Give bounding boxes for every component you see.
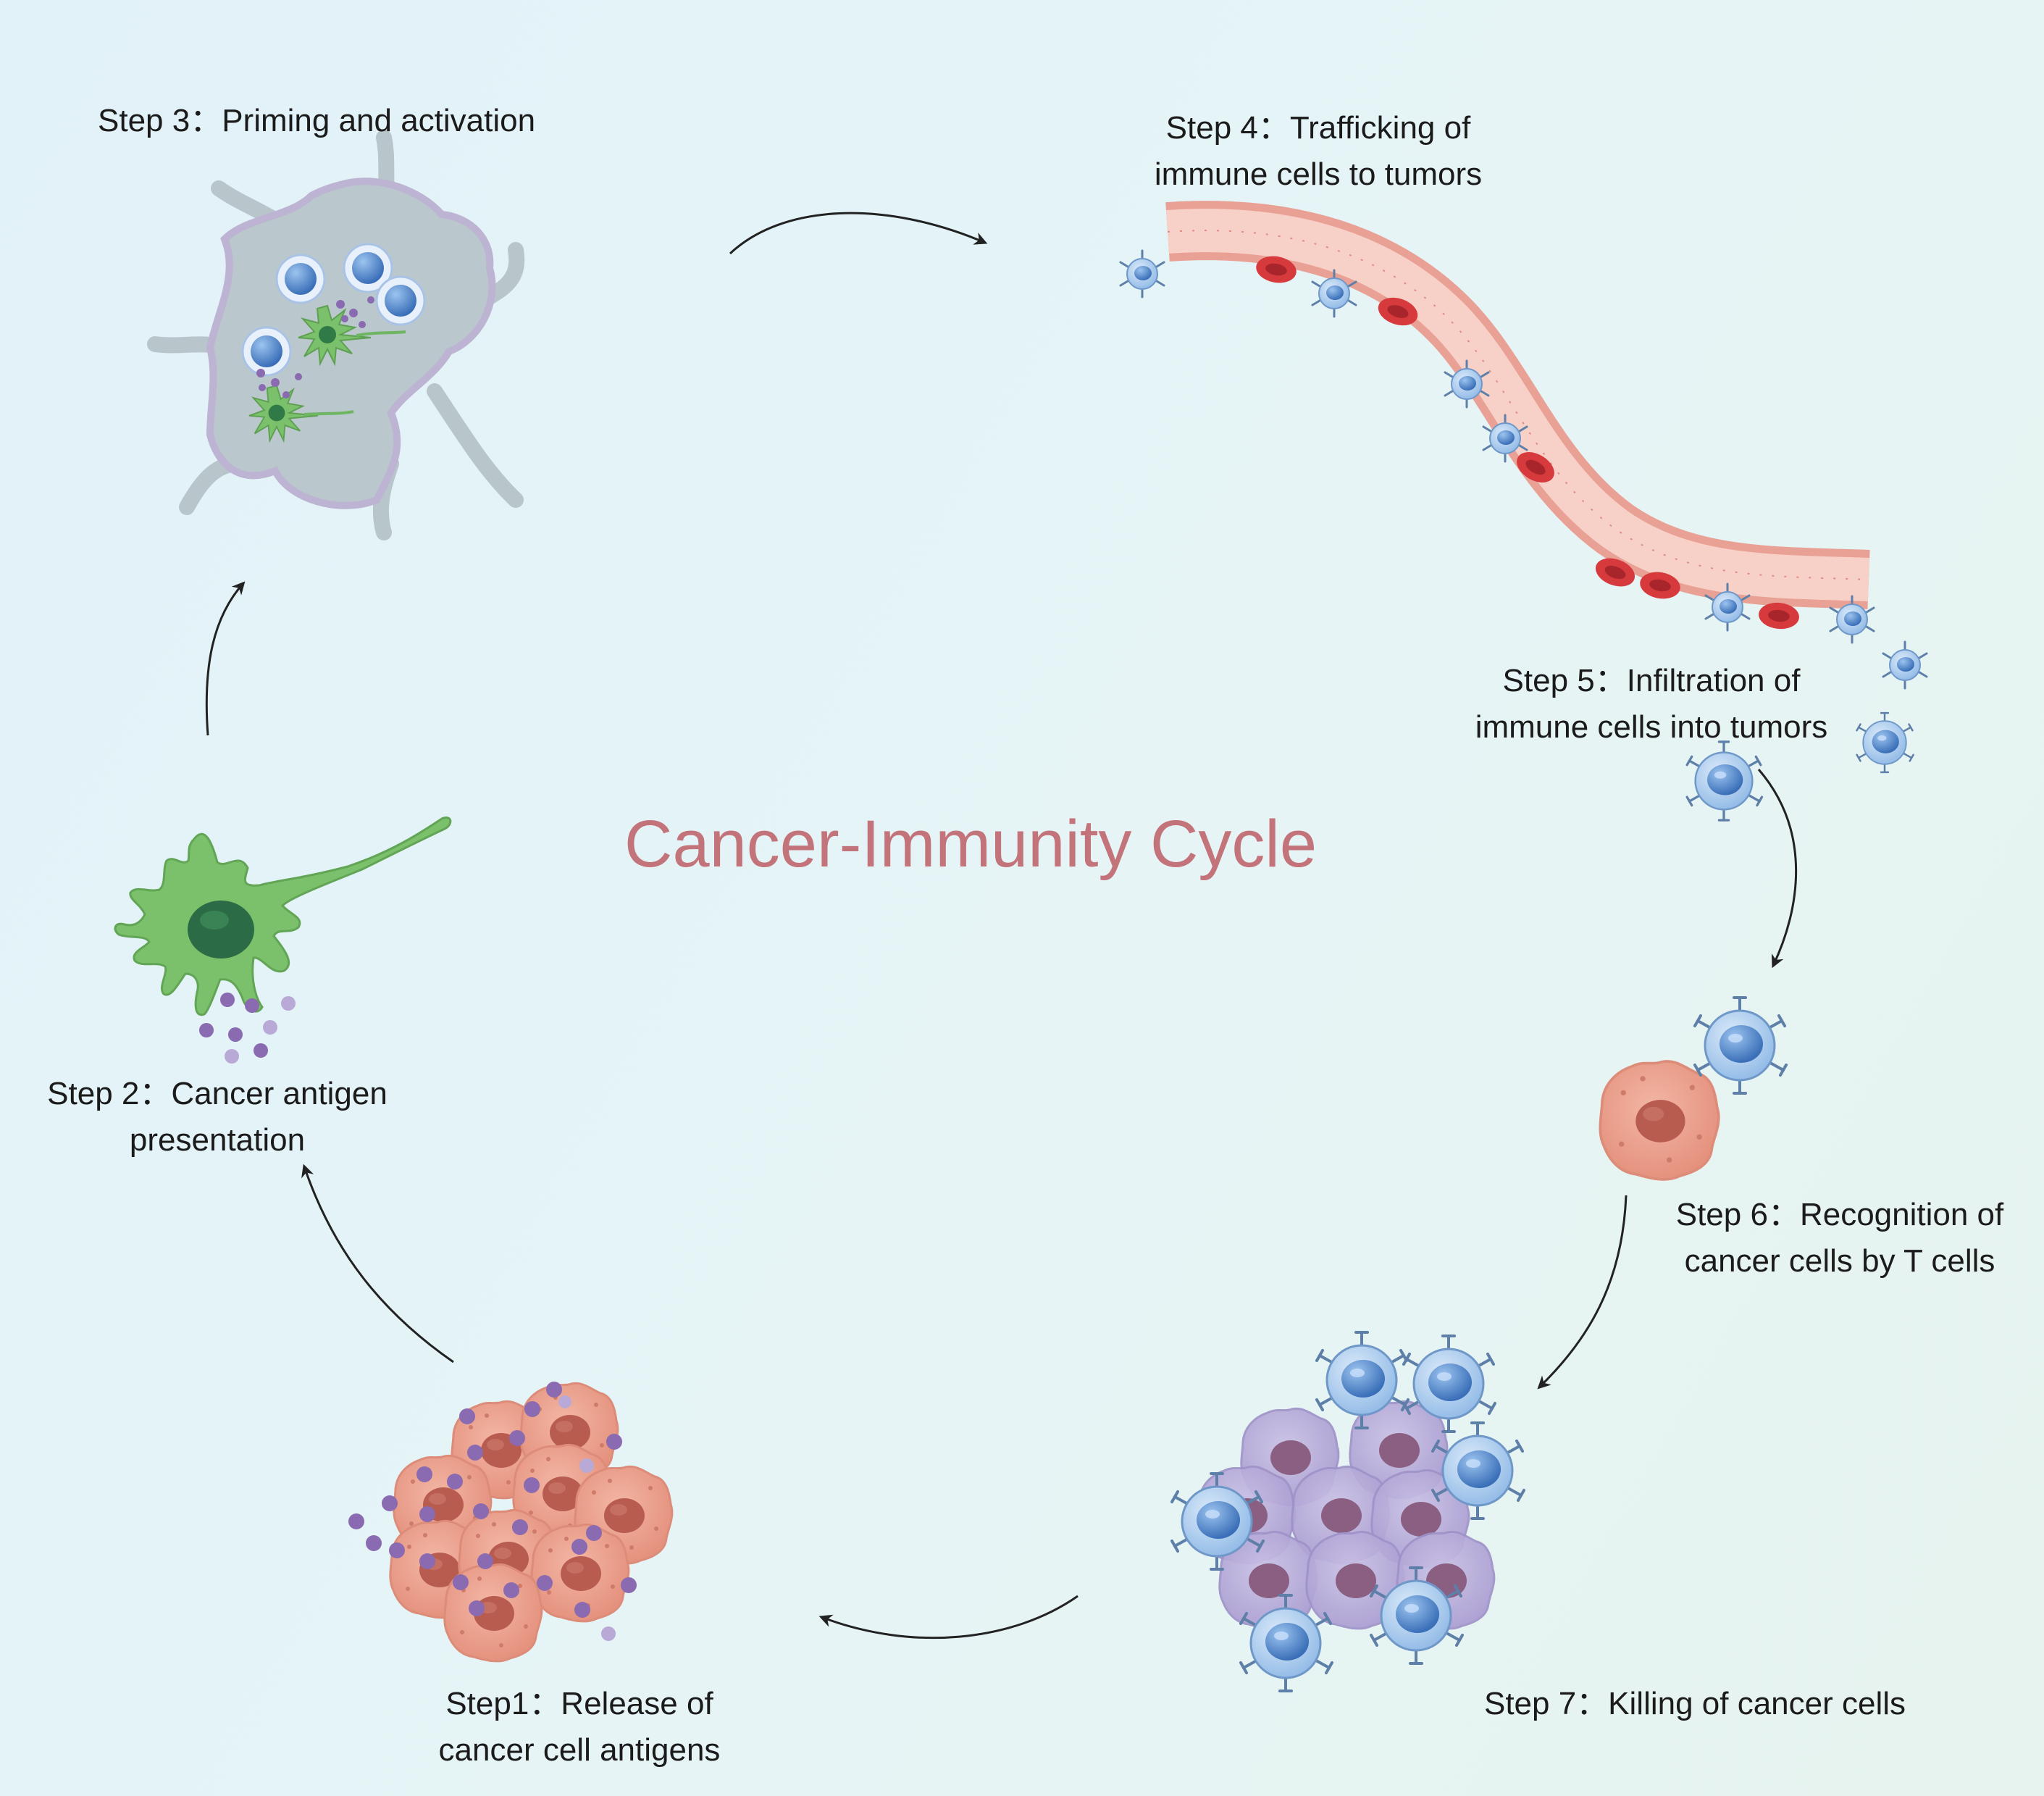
step-6-label-line2: cancer cells by T cells [1684,1243,1995,1279]
diagram-title: Cancer-Immunity Cycle [624,807,1317,881]
step-5-label-line1: Step 5：Infiltration of [1502,663,1801,698]
step-3-label-line1: Step 3：Priming and activation [98,103,536,138]
killed-cancer-cluster-icon [1170,1331,1525,1692]
step-2-label: Step 2：Cancer antigen presentation [22,1071,413,1164]
arrow-step2-to-step3 [205,581,246,736]
step-5-label: Step 5：Infiltration of immune cells into… [1434,658,1869,751]
step-2-label-line2: presentation [129,1122,306,1158]
step-4-label-line2: immune cells to tumors [1154,156,1483,192]
dendritic-cell-icon [114,816,452,1064]
step-6-label: Step 6：Recognition of cancer cells by T … [1630,1192,2044,1285]
step-7-label-line1: Step 7：Killing of cancer cells [1483,1686,1906,1721]
arrow-step1-to-step2 [301,1164,454,1363]
step-5-label-line2: immune cells into tumors [1475,709,1828,745]
step-2-label-line1: Step 2：Cancer antigen [47,1076,388,1111]
arrow-step7-to-step1 [818,1595,1078,1640]
step-7-label: Step 7：Killing of cancer cells [1441,1681,1948,1727]
t-cell-cancer-cell-icon [1599,996,1788,1181]
step-1-label-line2: cancer cell antigens [438,1732,721,1768]
arrow-step5-to-step6 [1757,769,1798,969]
step-6-label-line1: Step 6：Recognition of [1675,1197,2004,1232]
cancer-cell-cluster-icon [348,1382,674,1663]
step-1-label: Step1：Release of cancer cell antigens [377,1681,782,1774]
cycle-arrows [205,212,1798,1640]
blood-vessel-icon [1119,201,1928,690]
step-4-label-line1: Step 4：Trafficking of [1165,110,1471,146]
step-1-label-line1: Step1：Release of [445,1686,713,1721]
arrow-step3-to-step4 [729,212,988,255]
step-3-label: Step 3：Priming and activation [98,98,535,144]
step-4-label: Step 4：Trafficking of immune cells to tu… [1086,105,1550,198]
lymph-node-icon [147,130,525,540]
arrow-step6-to-step7 [1537,1195,1628,1390]
